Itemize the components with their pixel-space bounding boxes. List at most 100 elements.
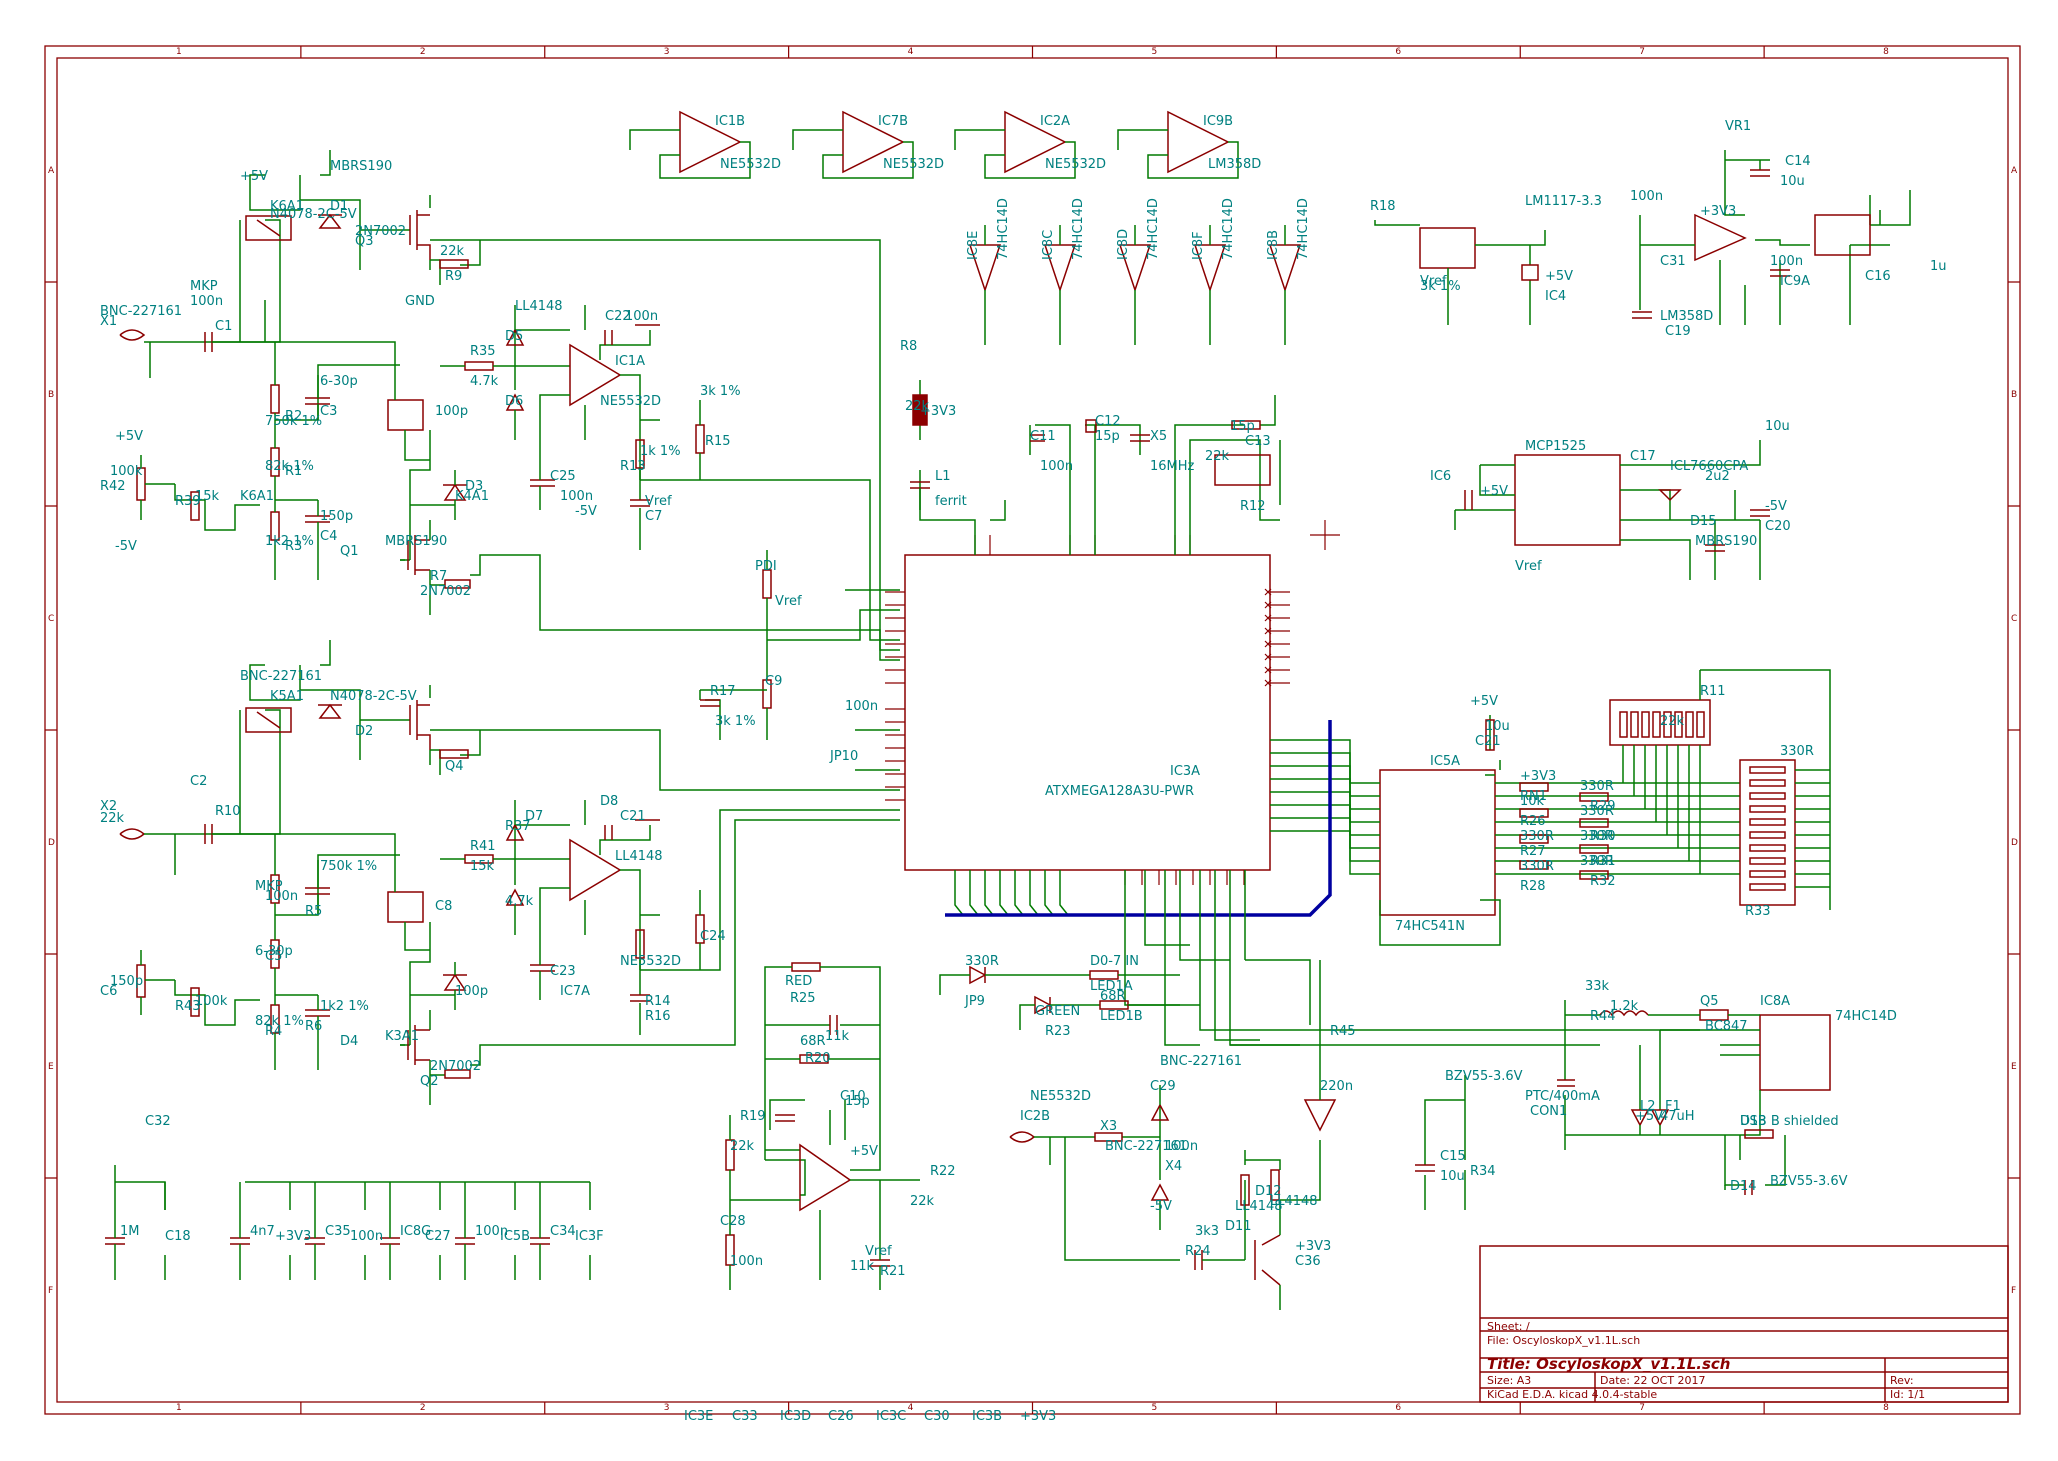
opamp-name: IC1B (715, 114, 745, 129)
component-label: R1 (285, 464, 302, 479)
series-resistor (1579, 818, 1609, 828)
component-label: GND (405, 294, 435, 309)
component-label: 2N7002 (420, 584, 471, 599)
rn1-resistor (1619, 711, 1628, 738)
component-label: 10k (1520, 794, 1545, 809)
rn1-resistor (1663, 711, 1672, 738)
component-label: C32 (145, 1114, 171, 1129)
component-label: X2 (100, 799, 117, 814)
grid-col-label: 7 (1639, 47, 1645, 57)
gate-name: IC8B (1266, 230, 1281, 260)
component-label: BZV55-3.6V (1445, 1069, 1523, 1084)
title-size: Size: A3 (1487, 1374, 1531, 1387)
series-resistor (1519, 808, 1549, 818)
component-label: 10u (1485, 719, 1510, 734)
component-label: Vref (865, 1244, 892, 1259)
component-label: D5 (505, 329, 523, 344)
component-label: C21 (620, 809, 646, 824)
jp9-pin (1749, 792, 1786, 800)
component-label: C9 (765, 674, 782, 689)
mcu-ic3a (699, 380, 1700, 1046)
rn1-resistor (1674, 711, 1683, 738)
title-date: Date: 22 OCT 2017 (1600, 1374, 1706, 1387)
mcu-pc-wire (1014, 870, 1024, 916)
component-label: C11 (1030, 429, 1056, 444)
mcu-pc-wire (999, 870, 1009, 916)
grid-col-label: 6 (1395, 1403, 1401, 1413)
decoupling-row (105, 1165, 591, 1280)
component-label: R25 (790, 991, 816, 1006)
component-label: C14 (1785, 154, 1811, 169)
component-label: +3V3 (1020, 1409, 1056, 1424)
digital-input-section (1335, 669, 1831, 946)
output-buffer (725, 962, 920, 1290)
component-label: R9 (445, 269, 462, 284)
component-label: 6-30p (320, 374, 358, 389)
grid-col-label: 5 (1151, 47, 1157, 57)
title-rev: Rev: (1890, 1374, 1914, 1387)
opamp-wire (792, 129, 914, 179)
jp9-pin (1749, 779, 1786, 787)
title-sheet: Sheet: / (1487, 1320, 1530, 1333)
title-kicad: KiCad E.D.A. kicad 4.0.4-stable (1487, 1388, 1657, 1401)
bus-entry-wire (1335, 778, 1380, 823)
component-label: X5 (1150, 429, 1167, 444)
component-label: 1k2 1% (320, 999, 369, 1014)
component-label: C8 (435, 899, 452, 914)
component-label: IC3B (972, 1409, 1002, 1424)
component-label: 1u (1930, 259, 1947, 274)
grid-row-label: A (2011, 166, 2018, 176)
component-label: R8 (900, 339, 917, 354)
component-label: 10u (1780, 174, 1805, 189)
component-label: R44 (1590, 1009, 1616, 1024)
component-label: R21 (880, 1264, 906, 1279)
component-label: D1 (330, 199, 348, 214)
component-label: BNC-227161 (100, 304, 182, 319)
component-label: 22k (905, 399, 930, 414)
component-label: R42 (100, 479, 126, 494)
component-label: D6 (505, 394, 523, 409)
component-label: IC4 (1545, 289, 1566, 304)
no-connect-marker (1264, 588, 1272, 596)
component-label: R18 (1370, 199, 1396, 214)
component-label: D15 (1690, 514, 1717, 529)
component-label: Vref (645, 494, 672, 509)
grid-row-label: E (2011, 1062, 2017, 1072)
opamp-wire (954, 129, 1076, 179)
component-label: R28 (1520, 879, 1546, 894)
component-label: 330R (1580, 779, 1614, 794)
component-label: Q5 (1700, 994, 1719, 1009)
gate-name: IC8D (1116, 229, 1131, 260)
component-label: 100n (1165, 1139, 1198, 1154)
component-label: C20 (1765, 519, 1791, 534)
component-label: R19 (740, 1109, 766, 1124)
jp9-pin (1749, 844, 1786, 852)
component-label: LED1B (1100, 1009, 1143, 1024)
opamp-wire (629, 129, 751, 179)
component-label: D3 (465, 479, 483, 494)
component-label: 100n (845, 699, 878, 714)
bus-entry-wire (1335, 752, 1380, 797)
component-label: R23 (1045, 1024, 1071, 1039)
component-label: LL4148 (1270, 1194, 1318, 1209)
series-resistor (1519, 782, 1549, 792)
rn1-resistor (1630, 711, 1639, 738)
component-label: D0-7 IN (1090, 954, 1139, 969)
component-label: C29 (1150, 1079, 1176, 1094)
component-label: VR1 (1725, 119, 1751, 134)
component-label: 4.7k (505, 894, 534, 909)
usb-section (1415, 1000, 1831, 1210)
component-label: R30 (1590, 829, 1616, 844)
component-label: 100k (195, 994, 228, 1009)
grid-row-label: B (48, 390, 54, 400)
component-label: C18 (165, 1229, 191, 1244)
component-label: +3V3 (275, 1229, 311, 1244)
component-label: BNC-227161 (240, 669, 322, 684)
component-label: IC3C (876, 1409, 906, 1424)
component-label: +5V (240, 169, 268, 184)
component-label: 2N7002 (355, 224, 406, 239)
component-label: 4n7 (250, 1224, 275, 1239)
component-label: C28 (720, 1214, 746, 1229)
component-label: 22k (1205, 449, 1230, 464)
